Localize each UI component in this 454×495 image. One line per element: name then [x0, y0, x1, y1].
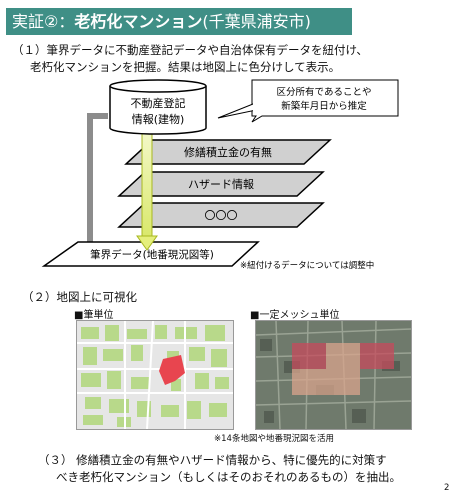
mesh-map [255, 320, 412, 430]
cylinder-label-line2: 情報(建物) [132, 112, 185, 126]
layer-boundary-label: 筆界データ(地番現況図等) [90, 248, 214, 261]
layer-boundary-data [41, 241, 260, 267]
layer-repair-fund-label: 修繕積立金の有無 [184, 145, 272, 159]
mesh-cell-red-2 [360, 343, 394, 369]
callout-line2: 新築年月日から推定 [281, 100, 367, 112]
map1-label: ■筆単位 [74, 310, 114, 321]
layer-hazard [117, 171, 325, 197]
page-number: 2 [444, 483, 450, 493]
header-location: (千葉県浦安市) [202, 12, 311, 31]
map-note: ※14条地図や地番現況図を活用 [214, 434, 334, 444]
cylinder-label-line1: 不動産登記 [131, 96, 186, 110]
section3-line2: べき老朽化マンション（もしくはそのおそれのあるもの）を抽出。 [56, 470, 401, 484]
callout-line1: 区分所有であることや [277, 86, 372, 98]
header-prefix: 実証②： [12, 12, 75, 31]
mesh-cell-red-1 [292, 343, 326, 369]
parcel-map [76, 320, 234, 430]
map2-label: ■一定メッシュ単位 [250, 310, 340, 321]
grey-connector-arrow [87, 113, 108, 250]
mesh-cell-orange-1 [326, 343, 360, 369]
layer-hazard-label: ハザード情報 [188, 178, 254, 191]
layer-repair-fund [124, 139, 332, 165]
yellow-arrow-head [136, 235, 158, 251]
link-data-note: ※紐付けるデータについては調整中 [240, 260, 374, 271]
highlighted-parcel [159, 355, 185, 385]
section1-line1: （１）筆界データに不動産登記データや自治体保有データを紐付け、 [12, 43, 368, 57]
layer-other-label: 〇〇〇 [205, 209, 238, 222]
yellow-arrow-shaft [141, 131, 153, 239]
section1-line2: 老朽化マンションを把握。結果は地図上に色分けして表示。 [30, 60, 341, 74]
mesh-cell-orange-3 [326, 369, 360, 395]
section2-title: （２）地図上に可視化 [22, 290, 137, 304]
slide-header: 実証②：老朽化マンション(千葉県浦安市) [6, 8, 352, 35]
mesh-cell-orange-2 [292, 369, 326, 395]
layer-other [117, 202, 325, 228]
layer-diagram: 筆界データ(地番現況図等) 〇〇〇 ハザード情報 修繕積立金の有無 不動産登記 … [41, 79, 399, 271]
section3-line1: （３） 修繕積立金の有無やハザード情報から、特に優先的に対策す [38, 453, 387, 467]
registry-cylinder [109, 86, 207, 135]
header-title: 老朽化マンション [74, 12, 203, 31]
